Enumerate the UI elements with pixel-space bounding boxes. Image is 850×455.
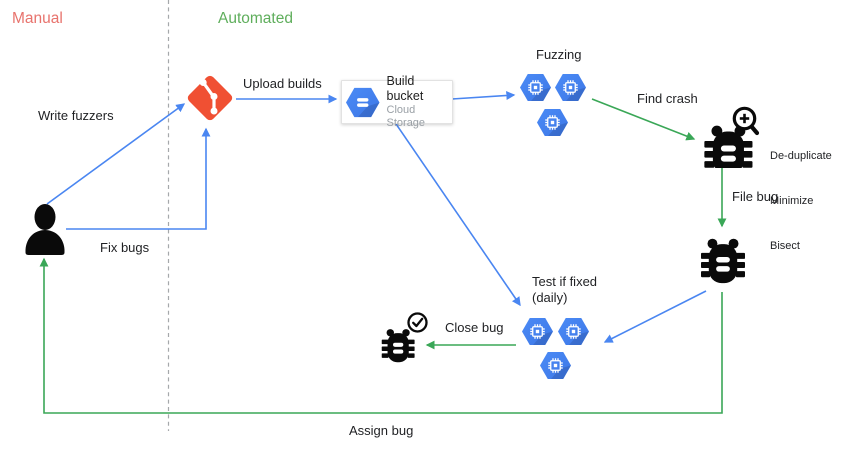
- build-bucket-card: Build bucket Cloud Storage: [341, 74, 453, 129]
- find-crash-label: Find crash: [637, 91, 698, 106]
- compute-engine-hexagon-icon: [520, 74, 551, 101]
- fuzzing-label: Fuzzing: [536, 47, 582, 62]
- compute-engine-hexagon-icon: [555, 74, 586, 101]
- bucket-to-fuzzing-arrow: [451, 91, 516, 100]
- build-bucket-title: Build bucket: [386, 74, 424, 103]
- bug-magnifier-icon: [699, 106, 760, 168]
- triage-step-label: De-duplicate: [770, 150, 832, 162]
- assign-bug-arrow: [39, 257, 723, 414]
- build-bucket-subtitle: Cloud Storage: [386, 104, 426, 129]
- test-if-fixed-label: Test if fixed(daily): [532, 274, 597, 306]
- triage-step-label: Bisect: [770, 240, 800, 252]
- assign-bug-label: Assign bug: [349, 423, 414, 438]
- developer-person-icon: [25, 204, 65, 255]
- compute-engine-hexagon-icon: [522, 318, 553, 345]
- bug-to-test-arrow: [603, 290, 707, 343]
- section-label-automated: Automated: [218, 10, 293, 27]
- close-bug-label: Close bug: [445, 320, 504, 335]
- compute-engine-hexagon-icon: [540, 352, 571, 379]
- upload-builds-label: Upload builds: [243, 76, 322, 91]
- write-fuzzers-label: Write fuzzers: [38, 108, 114, 123]
- compute-engine-hexagon-icon: [558, 318, 589, 345]
- fix-bugs-arrow: [66, 127, 211, 230]
- find-crash-arrow: [591, 98, 696, 141]
- section-label-manual: Manual: [12, 10, 63, 27]
- git-repo-icon: [187, 75, 233, 121]
- cloud-storage-hexagon-icon: [346, 87, 380, 118]
- file-bug-label: File bug: [732, 189, 779, 204]
- bug-icon: [701, 237, 745, 287]
- triage-steps: De-duplicate Minimize Bisect: [770, 119, 832, 284]
- write-fuzzers-arrow: [46, 103, 186, 205]
- compute-engine-hexagon-icon: [537, 109, 568, 136]
- test-if-fixed-line1: Test if fixed: [532, 274, 598, 289]
- test-if-fixed-line2: (daily): [532, 290, 568, 305]
- triage-step-label: Minimize: [770, 195, 814, 207]
- bucket-to-test-arrow: [393, 120, 521, 307]
- bug-check-icon: [379, 312, 428, 367]
- fix-bugs-label: Fix bugs: [100, 240, 150, 255]
